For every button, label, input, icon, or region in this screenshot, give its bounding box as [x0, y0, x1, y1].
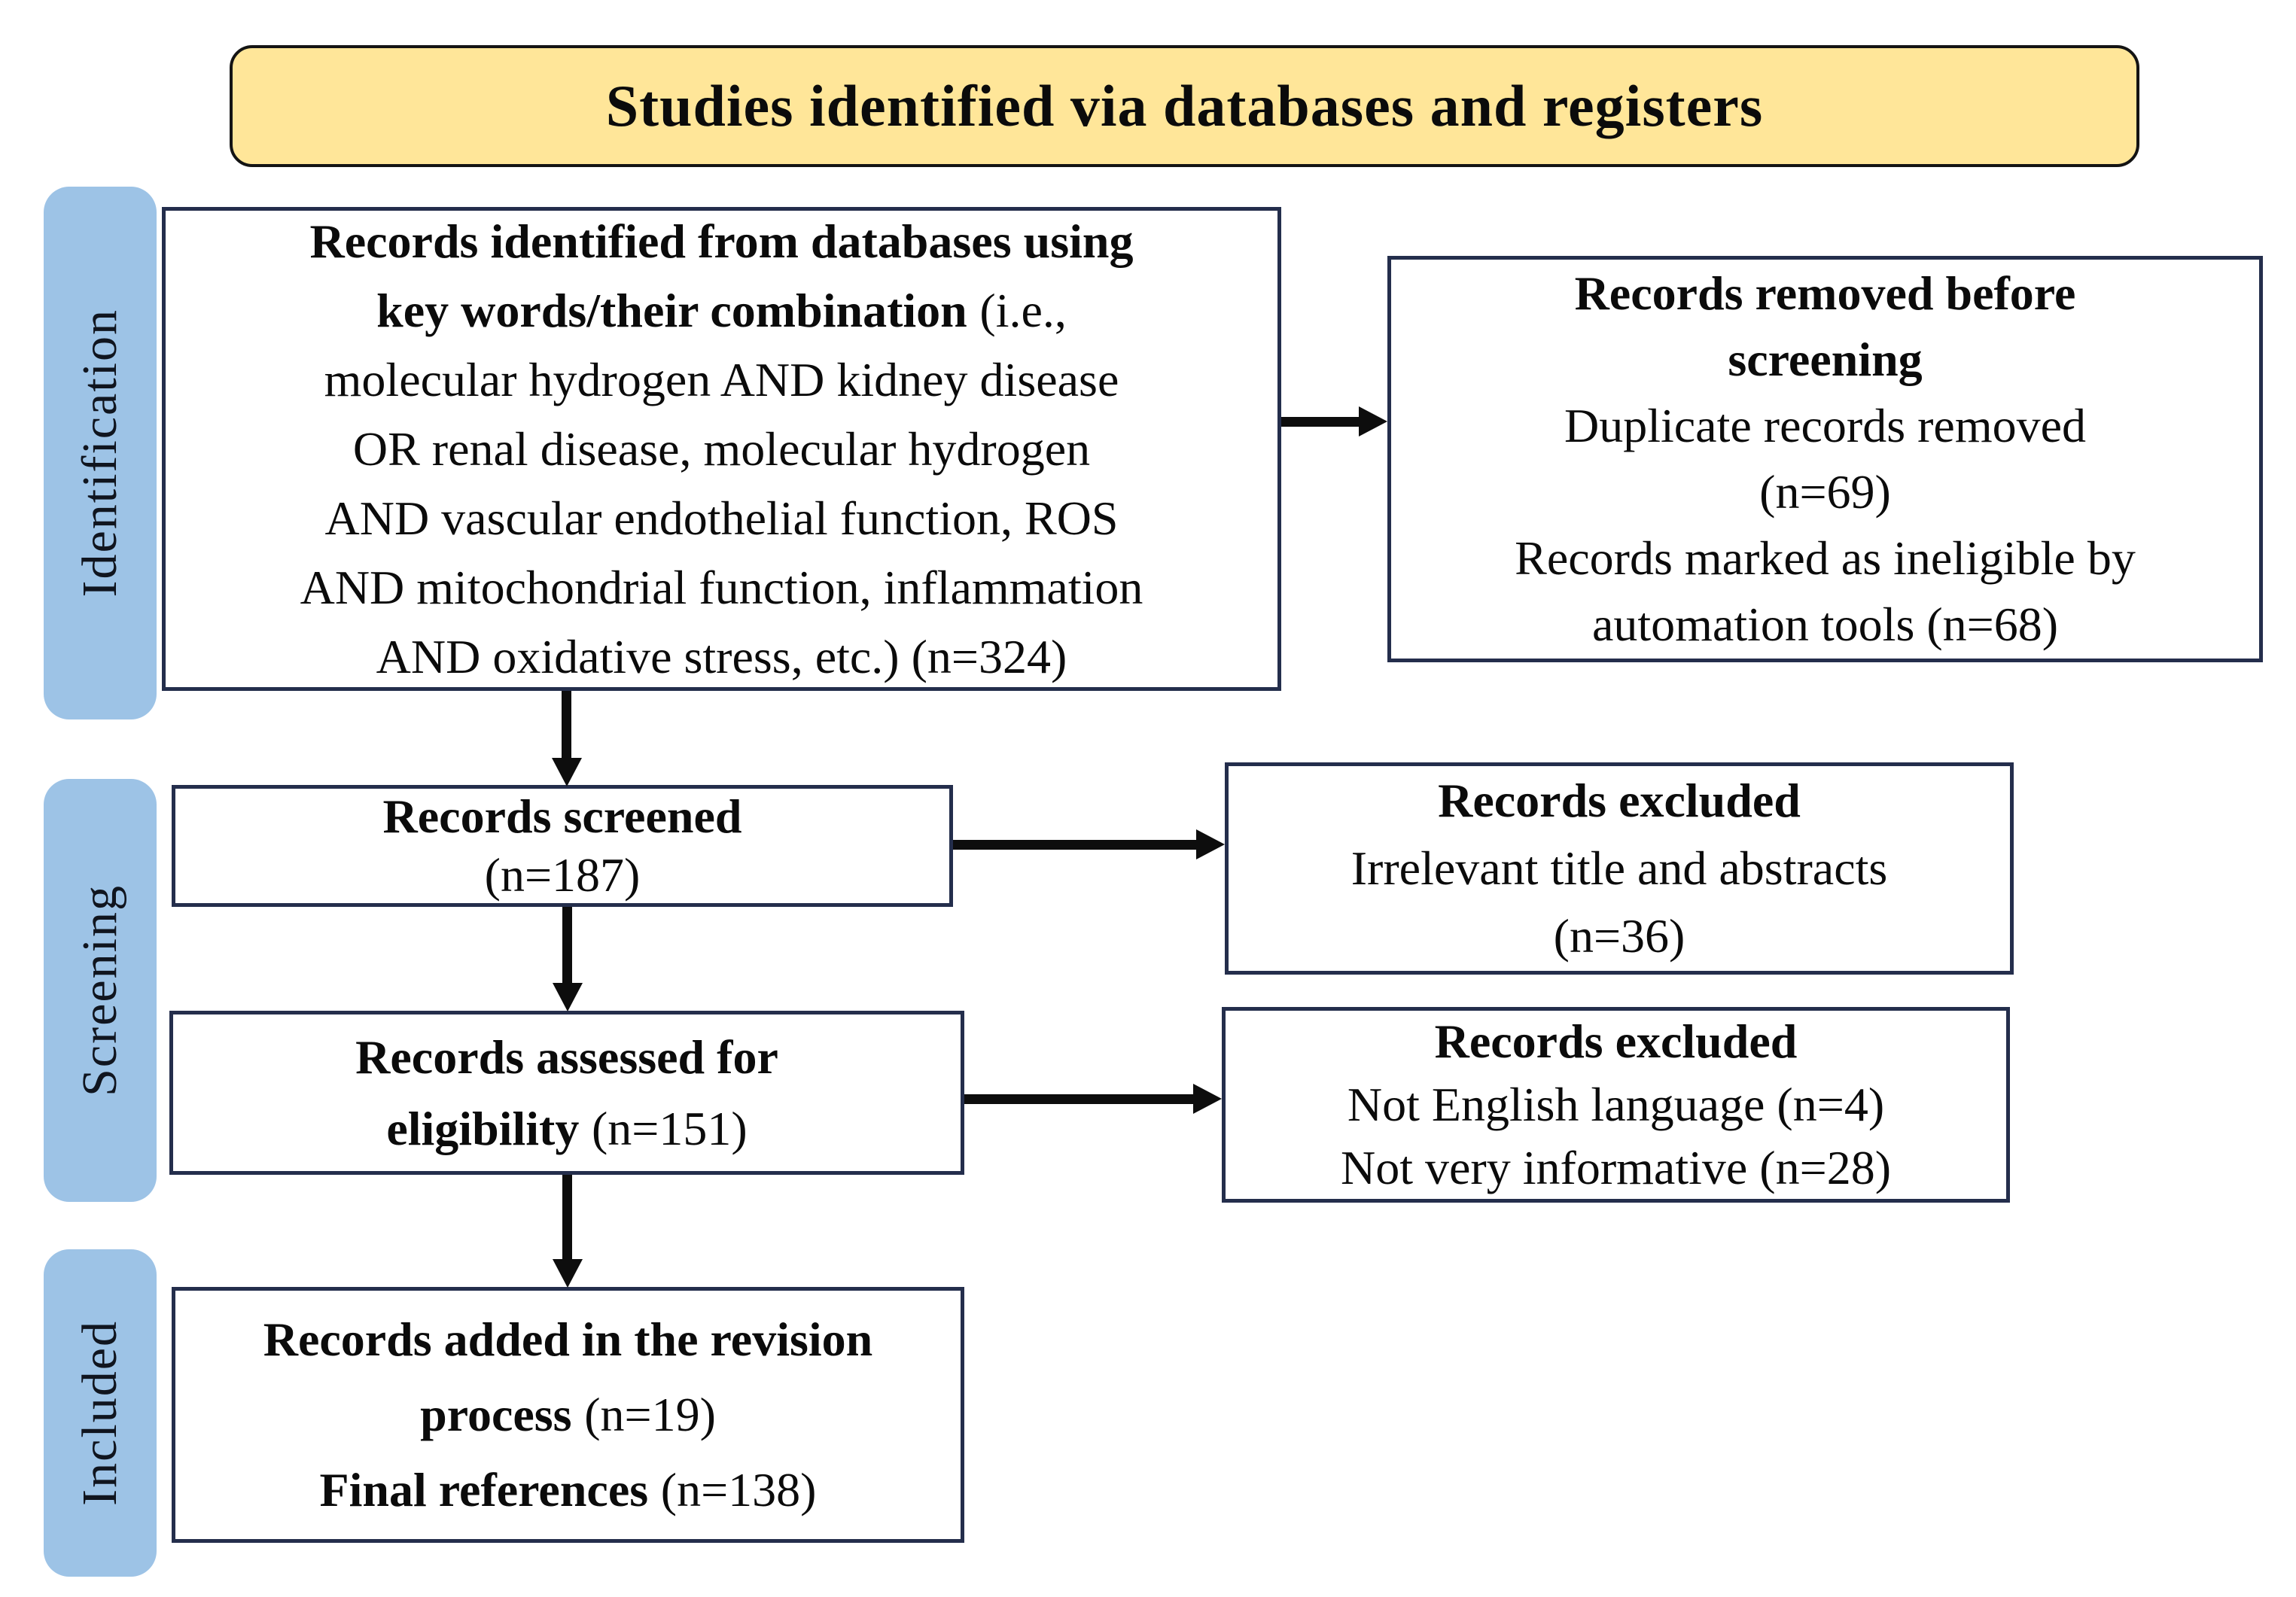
excluded2-header: Records excluded [1434, 1014, 1798, 1068]
arrow-screened-to-excluded-shaft [953, 840, 1198, 850]
screened-value: (n=187) [484, 848, 641, 902]
included-line-3: Final references(n=138) [319, 1463, 817, 1516]
assessed-header-1: Records assessed for [355, 1030, 778, 1084]
arrow-identified-to-screened-head-icon [552, 758, 582, 786]
identified-line-6: AND mitochondrial function, inflammation [300, 560, 1143, 614]
excluded1-line-2: (n=36) [1553, 909, 1685, 963]
identified-line-7: AND oxidative stress, etc.) (n=324) [376, 629, 1067, 683]
identified-line-3: molecular hydrogen AND kidney disease [324, 352, 1119, 406]
stage-label-included: Included [72, 1320, 127, 1506]
arrow-identified-to-removed-shaft [1281, 417, 1360, 427]
stage-tab-included: Included [44, 1249, 157, 1577]
assessed-header-2: eligibility(n=151) [386, 1102, 748, 1155]
stage-label-identification: Identification [72, 309, 127, 598]
removed-line-1: Duplicate records removed [1564, 399, 2087, 452]
arrow-screened-to-assessed-shaft [562, 907, 572, 985]
box-records-assessed: Records assessed for eligibility(n=151) [169, 1011, 964, 1175]
included-line-1: Records added in the revision [263, 1313, 873, 1366]
arrow-screened-to-excluded-head-icon [1196, 829, 1225, 859]
identified-line-4: OR renal disease, molecular hydrogen [352, 421, 1091, 476]
box-records-included: Records added in the revision process(n=… [172, 1287, 964, 1543]
identified-line-5: AND vascular endothelial function, ROS [324, 491, 1119, 545]
arrow-screened-to-assessed-head-icon [553, 983, 583, 1011]
box-records-excluded-eligibility: Records excluded Not English language (n… [1222, 1007, 2010, 1203]
box-records-identified: Records identified from databases using … [162, 207, 1281, 691]
arrow-assessed-to-included-shaft [562, 1175, 572, 1261]
box-records-screened: Records screened (n=187) [172, 785, 953, 907]
removed-line-2: (n=69) [1759, 465, 1891, 519]
box-records-removed: Records removed before screening Duplica… [1387, 256, 2263, 662]
title-banner: Studies identified via databases and reg… [230, 45, 2139, 167]
arrow-assessed-to-included-head-icon [553, 1259, 583, 1288]
arrow-assessed-to-excluded-head-icon [1193, 1084, 1222, 1114]
removed-line-3: Records marked as ineligible by [1515, 531, 2136, 585]
identified-line-2: key words/their combination(i.e., [376, 283, 1067, 337]
removed-header-2: screening [1728, 333, 1923, 386]
included-line-2: process(n=19) [420, 1388, 716, 1441]
stage-tab-identification: Identification [44, 187, 157, 719]
arrow-identified-to-screened-shaft [562, 691, 571, 760]
screened-header: Records screened [382, 789, 742, 843]
removed-header-1: Records removed before [1574, 266, 2076, 320]
excluded2-line-1: Not English language (n=4) [1347, 1078, 1885, 1131]
stage-tab-screening: Screening [44, 779, 157, 1202]
arrow-assessed-to-excluded-shaft [964, 1094, 1195, 1104]
removed-line-4: automation tools (n=68) [1591, 598, 2059, 651]
box-records-excluded-title-abstract: Records excluded Irrelevant title and ab… [1225, 762, 2014, 975]
excluded1-line-1: Irrelevant title and abstracts [1350, 841, 1888, 895]
diagram-title: Studies identified via databases and reg… [605, 73, 1764, 138]
stage-label-screening: Screening [72, 884, 127, 1097]
excluded2-line-2: Not very informative (n=28) [1341, 1141, 1891, 1194]
arrow-identified-to-removed-head-icon [1359, 406, 1387, 437]
identified-line-1: Records identified from databases using [309, 214, 1134, 268]
excluded1-header: Records excluded [1438, 774, 1801, 827]
